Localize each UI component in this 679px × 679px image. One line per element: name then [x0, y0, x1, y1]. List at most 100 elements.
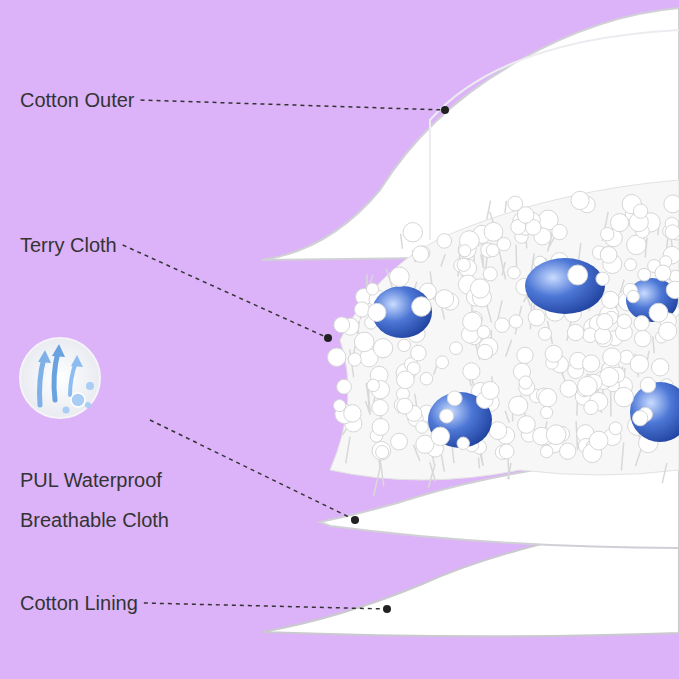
terry-loop — [431, 427, 450, 446]
terry-loop — [578, 376, 598, 396]
terry-loop — [634, 316, 649, 331]
terry-loop — [484, 222, 503, 241]
terry-loop — [354, 332, 374, 352]
terry-loop — [509, 315, 522, 328]
terry-loop — [416, 421, 429, 434]
layer-label: Cotton Lining — [20, 591, 220, 615]
terry-loop — [649, 303, 668, 322]
fiber — [441, 254, 445, 266]
terry-loop — [651, 359, 668, 376]
fiber — [506, 340, 512, 357]
terry-loop — [477, 326, 490, 339]
terry-loop — [398, 339, 411, 352]
terry-loop — [368, 303, 386, 321]
terry-loop — [595, 328, 611, 344]
terry-loop — [412, 246, 428, 262]
terry-loop — [633, 411, 648, 426]
terry-loop — [600, 247, 617, 264]
leader-line — [150, 420, 355, 520]
terry-loop — [571, 191, 589, 209]
terry-loop — [601, 227, 614, 240]
terry-loop — [517, 347, 533, 363]
terry-loop — [327, 348, 345, 366]
terry-loop — [477, 344, 492, 359]
terry-loop — [440, 409, 454, 423]
terry-loop — [372, 399, 388, 415]
leader-line — [123, 245, 328, 338]
terry-loop — [436, 356, 449, 369]
terry-loop — [397, 371, 415, 389]
terry-base — [330, 180, 679, 480]
terry-loop — [373, 339, 392, 358]
terry-loop — [481, 381, 499, 399]
terry-loop — [334, 317, 350, 333]
fiber — [481, 454, 483, 466]
leader-dot — [383, 605, 391, 613]
terry-loop — [411, 345, 427, 361]
fiber — [621, 442, 623, 470]
terry-loop — [367, 379, 379, 391]
fiber — [481, 254, 484, 268]
terry-loop — [376, 446, 389, 459]
terry-loop — [459, 245, 471, 257]
terry-loop — [659, 322, 677, 340]
water-bead — [525, 258, 605, 314]
terry-loop — [583, 355, 600, 372]
terry-loop — [560, 380, 577, 397]
terry-loop — [596, 272, 609, 285]
leader-dot — [441, 106, 449, 114]
terry-loop — [437, 234, 452, 249]
terry-loop — [546, 425, 566, 445]
water-bead — [630, 382, 679, 442]
terry-loop — [333, 399, 345, 411]
terry-loop — [611, 214, 629, 232]
leader-line — [141, 100, 445, 110]
fiber — [635, 448, 641, 466]
terry-loop — [457, 258, 470, 271]
fiber — [380, 457, 384, 486]
terry-loop — [655, 265, 671, 281]
terry-loop — [597, 313, 613, 329]
fiber — [374, 467, 381, 496]
terry-loop — [457, 437, 469, 449]
terry-loop — [633, 204, 647, 218]
fiber — [487, 201, 491, 220]
fiber — [653, 336, 654, 353]
fiber — [505, 201, 506, 213]
terry-loop — [567, 324, 583, 340]
terry-loop — [617, 314, 631, 328]
terry-loop — [337, 379, 352, 394]
terry-loop — [540, 406, 552, 418]
terry-loop — [420, 372, 433, 385]
terry-loop — [640, 377, 655, 392]
leader-line — [144, 603, 387, 609]
terry-loop — [528, 309, 545, 326]
fiber — [662, 463, 667, 483]
terry-loop — [499, 444, 514, 459]
terry-loop — [634, 330, 651, 347]
terry-loop — [348, 353, 361, 366]
terry-loop — [666, 281, 679, 298]
terry-loop — [372, 418, 389, 435]
terry-loop — [483, 267, 497, 281]
terry-loop — [552, 224, 567, 239]
terry-loop — [664, 195, 679, 213]
terry-loop — [372, 441, 391, 460]
terry-loop — [366, 283, 378, 295]
terry-loop — [627, 290, 639, 302]
terry-loop — [665, 225, 679, 240]
terry-loop — [560, 443, 576, 459]
terry-loop — [602, 291, 619, 308]
terry-loop — [495, 318, 510, 333]
terry-loop — [354, 302, 369, 317]
terry-loop — [609, 422, 622, 435]
terry-loop — [603, 348, 621, 366]
cotton-outer-sheet — [262, 8, 679, 260]
breathable-icon — [20, 338, 100, 418]
terry-loop — [584, 400, 598, 414]
fiber — [401, 234, 403, 249]
terry-loop — [470, 279, 489, 298]
terry-loop — [397, 398, 413, 414]
fiber — [515, 245, 517, 267]
